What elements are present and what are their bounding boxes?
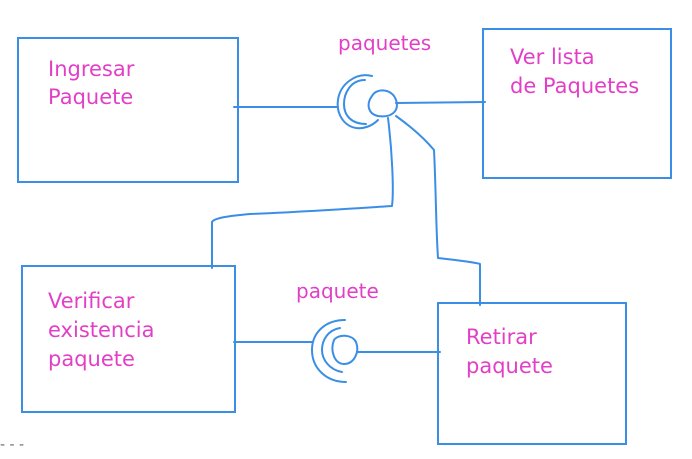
component-retirar-paquete [437, 302, 627, 445]
verificar-label-line1: Verificar [48, 289, 135, 313]
wire-ball-to-verificar [211, 117, 394, 269]
ball-top [367, 89, 398, 118]
component-ver-lista-paquetes [482, 28, 672, 179]
wire-ball-to-retirar [395, 115, 481, 306]
retirar-label-line1: Retirar [466, 325, 537, 349]
ingresar-label-line1: Ingresar [48, 57, 135, 81]
socket-top-inner [343, 79, 367, 125]
wire-ball-to-ver-lista [395, 101, 486, 104]
ball-bottom [331, 334, 359, 365]
socket-bottom-outer [311, 319, 347, 383]
ver-lista-label-line2: de Paquetes [510, 74, 639, 98]
component-ingresar-paquete [17, 37, 239, 183]
ingresar-label-line2: Paquete [48, 85, 133, 109]
component-verificar-existencia [21, 265, 236, 413]
socket-top-outer [336, 74, 379, 130]
socket-bottom-inner [321, 327, 343, 373]
interface-label-top: paquetes [338, 31, 431, 55]
interface-label-bottom: paquete [296, 279, 379, 303]
ver-lista-label-line1: Ver lista [510, 45, 595, 69]
verificar-label-line3: paquete [48, 347, 135, 371]
retirar-label-line2: paquete [466, 354, 553, 378]
footer-mark: - - - [0, 437, 24, 453]
verificar-label-line2: existencia [48, 318, 154, 342]
